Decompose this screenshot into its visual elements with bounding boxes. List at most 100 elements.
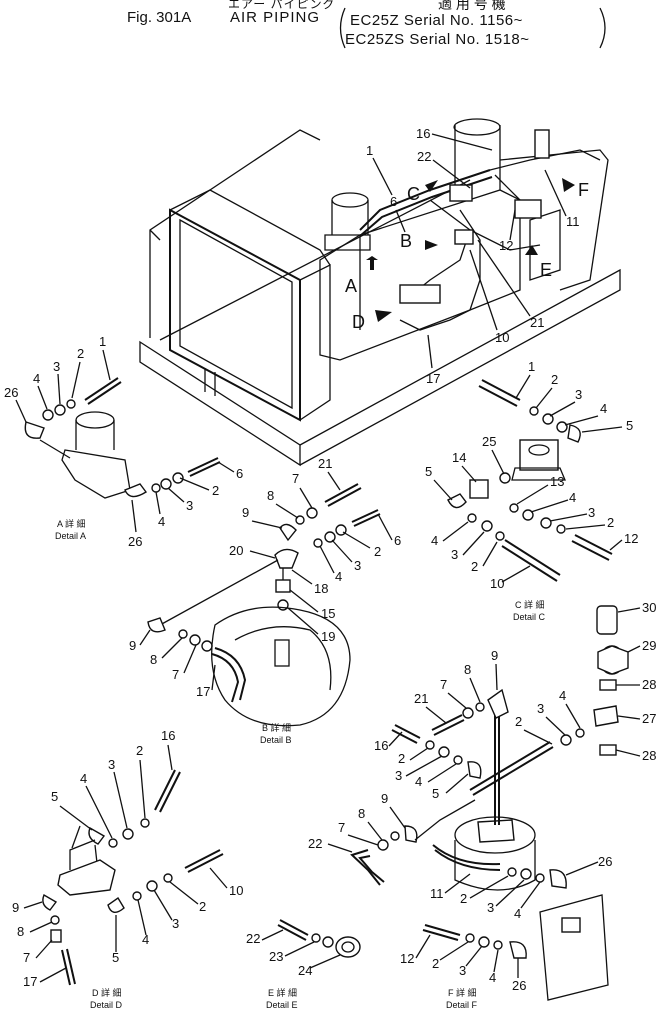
callout: 7: [338, 820, 345, 835]
callout: 30: [642, 600, 656, 615]
detail-d-jp: D 詳 細: [92, 987, 122, 998]
callout: 3: [395, 768, 402, 783]
view-letter-d: D: [352, 312, 365, 332]
callout: 2: [515, 714, 522, 729]
callout: 11: [566, 214, 580, 229]
detail-e-en: Detail E: [266, 1000, 298, 1010]
detail-b-jp: B 詳 細: [262, 722, 291, 733]
callout: 4: [33, 371, 40, 386]
callout: 7: [172, 667, 179, 682]
callout: 3: [588, 505, 595, 520]
callout: 3: [186, 498, 193, 513]
main-assembly: A B C D E F 16 1 22 6 11 12 21 10 17: [139, 118, 621, 467]
callout: 2: [460, 891, 467, 906]
detail-a-jp: A 詳 細: [57, 518, 86, 529]
callout: 6: [390, 194, 397, 209]
detail-f-jp: F 詳 細: [448, 987, 477, 998]
view-letter-c: C: [407, 184, 420, 204]
callout: 16: [374, 738, 388, 753]
callout: 9: [12, 900, 19, 915]
callout: 22: [308, 836, 322, 851]
callout: 26: [128, 534, 142, 549]
detail-c: 1 2 3 4 5 25 14 13 5 4 3 2 4 3 2 12 10 C…: [425, 359, 638, 622]
detail-b: 21 7 8 9 6 2 3 4 20 18 15 19 9 8 7 17 B …: [129, 456, 401, 745]
detail-a: 1 2 3 4 26 6 2 3 4 26 A 詳 細 Detail A: [4, 334, 243, 549]
callout: 8: [267, 488, 274, 503]
detail-e: 22 23 24 E 詳 細 Detail E: [246, 919, 361, 1010]
callout: 2: [551, 372, 558, 387]
view-letter-b: B: [400, 231, 412, 251]
callout: 3: [53, 359, 60, 374]
callout: 21: [318, 456, 332, 471]
callout: 10: [495, 330, 509, 345]
callout: 16: [161, 728, 175, 743]
callout: 9: [491, 648, 498, 663]
callout: 7: [292, 471, 299, 486]
callout: 12: [499, 238, 513, 253]
callout: 29: [642, 638, 656, 653]
detail-f-en: Detail F: [446, 1000, 478, 1010]
callout: 1: [99, 334, 106, 349]
callout: 22: [417, 149, 431, 164]
callout: 26: [512, 978, 526, 993]
callout: 17: [23, 974, 37, 989]
callout: 2: [136, 743, 143, 758]
figure-title: AIR PIPING: [230, 9, 321, 26]
callout: 5: [112, 950, 119, 965]
callout: 4: [80, 771, 87, 786]
callout: 7: [23, 950, 30, 965]
callout: 22: [246, 931, 260, 946]
callout: 21: [530, 315, 544, 330]
callout: 21: [414, 691, 428, 706]
callout: 25: [482, 434, 496, 449]
callout: 1: [366, 143, 373, 158]
callout: 8: [358, 806, 365, 821]
figure-number: Fig. 301A: [127, 9, 192, 26]
callout: 6: [394, 533, 401, 548]
callout: 13: [550, 474, 564, 489]
detail-e-jp: E 詳 細: [268, 987, 297, 998]
callout: 28: [642, 748, 656, 763]
callout: 2: [212, 483, 219, 498]
callout: 14: [452, 450, 466, 465]
callout: 5: [432, 786, 439, 801]
callout: 4: [415, 774, 422, 789]
callout: 10: [490, 576, 504, 591]
callout: 18: [314, 581, 328, 596]
callout: 2: [77, 346, 84, 361]
callout: 2: [432, 956, 439, 971]
callout: 4: [158, 514, 165, 529]
detail-f: 30 29 28 27 28 9 8 7 21 2 3 4 16 2 3 4 5…: [308, 600, 656, 1010]
callout: 2: [199, 899, 206, 914]
view-letter-e: E: [540, 260, 552, 280]
callout: 3: [459, 963, 466, 978]
japanese-title: エアー パイピング: [228, 0, 336, 11]
callout: 3: [537, 701, 544, 716]
callout: 8: [150, 652, 157, 667]
callout: 4: [600, 401, 607, 416]
view-letter-f: F: [578, 180, 589, 200]
applicable-models-label: 適 用 号 機: [438, 0, 506, 12]
callout: 2: [374, 544, 381, 559]
callout: 3: [172, 916, 179, 931]
detail-b-en: Detail B: [260, 735, 292, 745]
callout: 8: [17, 924, 24, 939]
callout: 1: [528, 359, 535, 374]
callout: 24: [298, 963, 312, 978]
callout: 9: [129, 638, 136, 653]
callout: 2: [398, 751, 405, 766]
callout: 26: [598, 854, 612, 869]
callout: 9: [242, 505, 249, 520]
callout: 4: [489, 970, 496, 985]
callout: 3: [451, 547, 458, 562]
callout: 23: [269, 949, 283, 964]
detail-d: 16 2 3 4 5 10 2 3 4 5 9 8 7 17 D 詳 細 Det…: [12, 728, 243, 1010]
callout: 17: [196, 684, 210, 699]
callout: 4: [569, 490, 576, 505]
callout: 12: [624, 531, 638, 546]
callout: 2: [607, 515, 614, 530]
detail-d-en: Detail D: [90, 1000, 123, 1010]
callout: 3: [354, 558, 361, 573]
callout: 5: [626, 418, 633, 433]
